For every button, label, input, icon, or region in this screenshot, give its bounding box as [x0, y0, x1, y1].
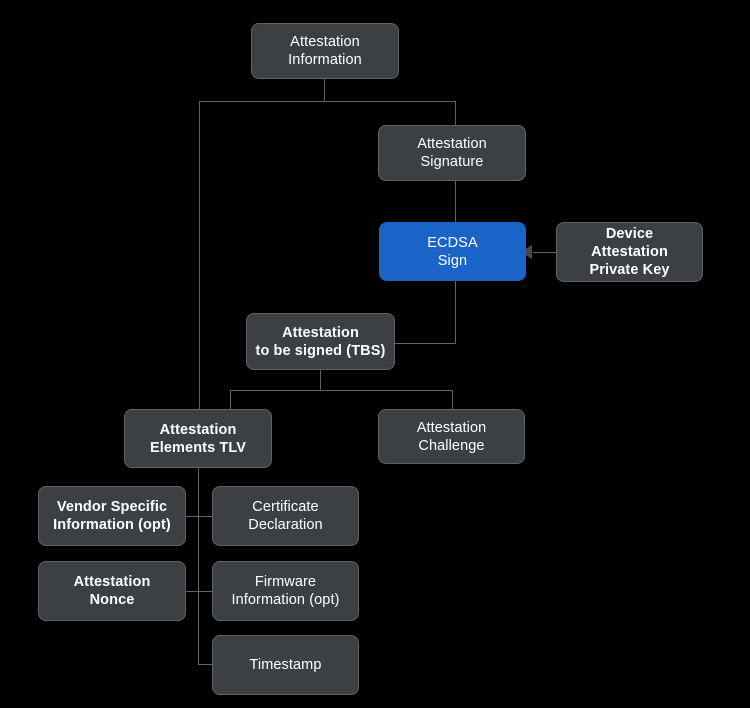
connector-sig-to-ecdsa: [455, 181, 456, 223]
node-attestation-elements-tlv[interactable]: Attestation Elements TLV: [124, 409, 272, 468]
connector-tbs-split-bar: [230, 390, 453, 391]
node-attestation-signature[interactable]: Attestation Signature: [378, 125, 526, 181]
connector-tbs-left-drop: [230, 390, 231, 410]
connector-tbs-right-drop: [452, 390, 453, 410]
node-device-attestation-private-key[interactable]: Device Attestation Private Key: [556, 222, 703, 282]
node-vendor-specific-information[interactable]: Vendor Specific Information (opt): [38, 486, 186, 546]
connector-tlv-branch-row2-left: [186, 591, 199, 592]
node-attestation-tbs[interactable]: Attestation to be signed (TBS): [246, 313, 395, 370]
connector-tlv-branch-row1-right: [198, 516, 213, 517]
connector-tbs-down-stub: [320, 370, 321, 391]
node-ecdsa-sign[interactable]: ECDSA Sign: [379, 222, 526, 281]
node-timestamp[interactable]: Timestamp: [212, 635, 359, 695]
node-attestation-information[interactable]: Attestation Information: [251, 23, 399, 79]
node-attestation-challenge[interactable]: Attestation Challenge: [378, 409, 525, 464]
connector-ecdsa-down: [455, 281, 456, 344]
arrow-head-key-to-ecdsa: [521, 245, 532, 259]
connector-info-split-bar: [199, 101, 456, 102]
node-attestation-nonce[interactable]: Attestation Nonce: [38, 561, 186, 621]
connector-ecdsa-to-tbs-corner: [395, 343, 456, 344]
arrow-line-key-to-ecdsa: [533, 252, 557, 253]
node-firmware-information[interactable]: Firmware Information (opt): [212, 561, 359, 621]
connector-info-right-to-sig: [455, 101, 456, 126]
connector-info-down-stub: [324, 79, 325, 102]
connector-tlv-branch-row2-right: [198, 591, 213, 592]
connector-tlv-trunk: [198, 468, 199, 665]
connector-tlv-branch-row1-left: [186, 516, 199, 517]
connector-info-left-trunk: [199, 101, 200, 410]
node-certificate-declaration[interactable]: Certificate Declaration: [212, 486, 359, 546]
connector-tlv-branch-row3-right: [198, 664, 213, 665]
